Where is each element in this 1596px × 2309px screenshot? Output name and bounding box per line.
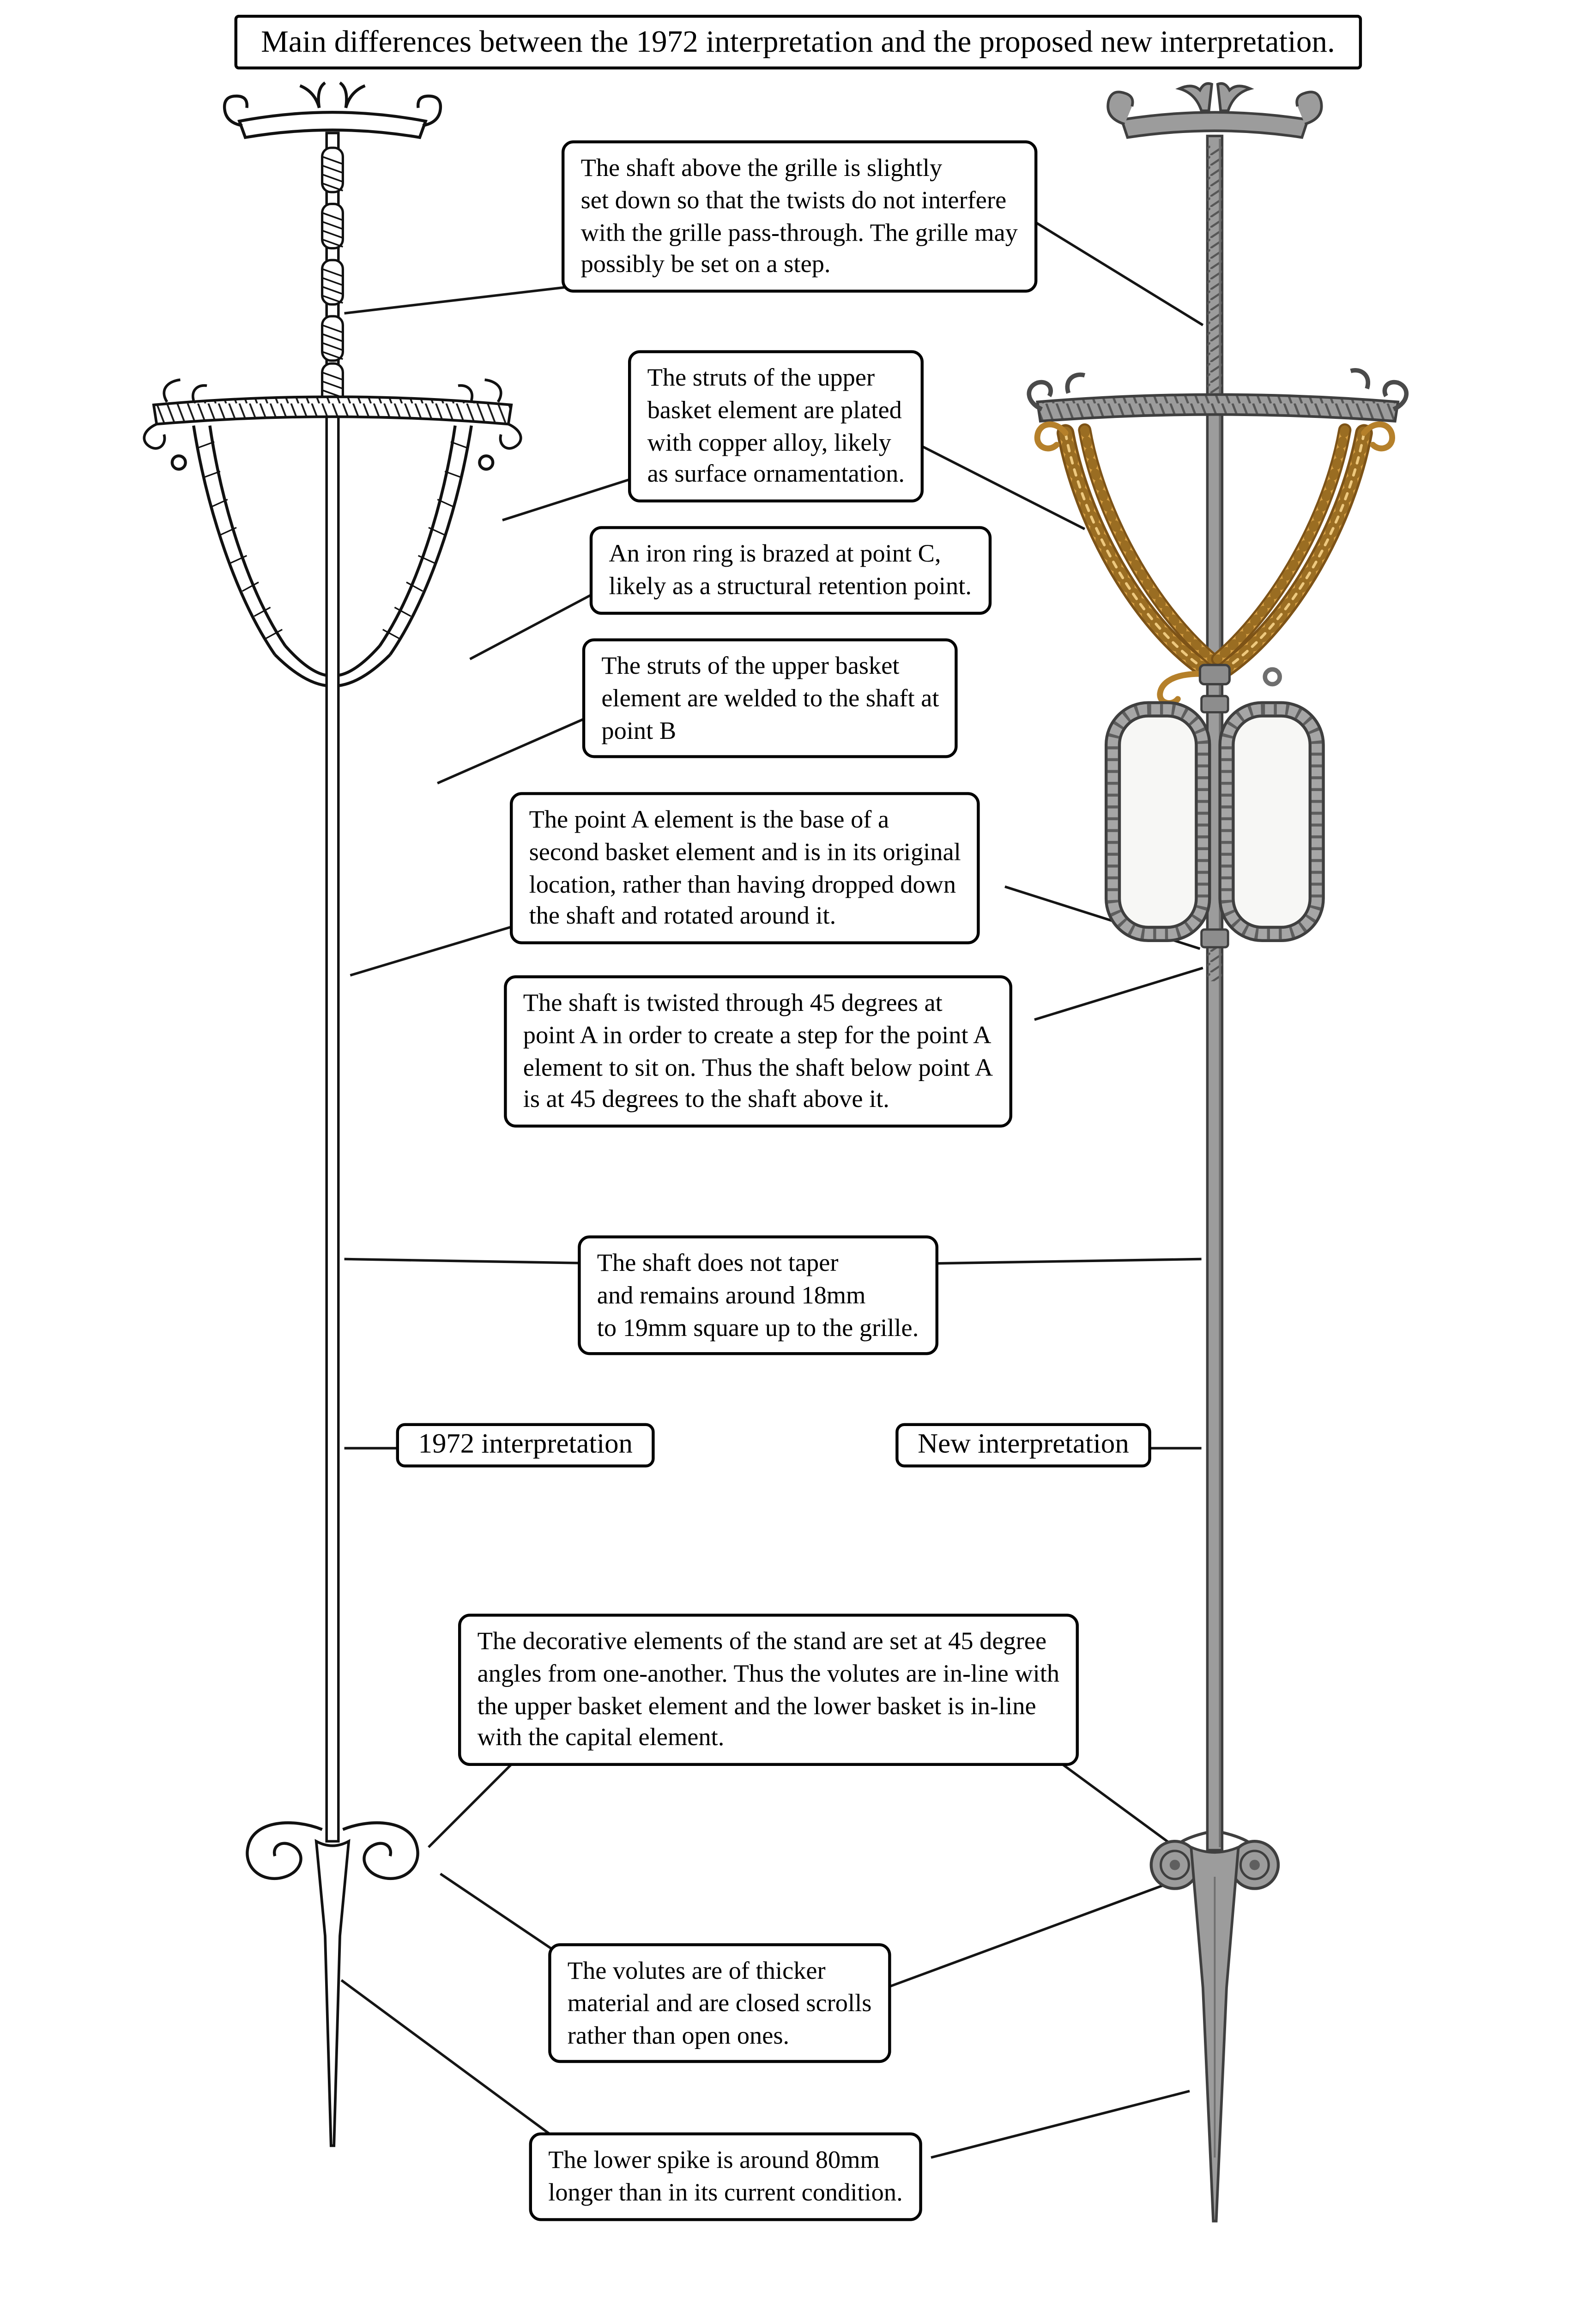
point-b-weld-collar <box>1198 664 1231 686</box>
note-struts-plated: The struts of the upper basket element a… <box>628 350 924 502</box>
note-iron-ring: An iron ring is brazed at point C, likel… <box>589 526 991 614</box>
left-basket-struts <box>170 425 495 687</box>
copper-struts <box>1034 421 1395 706</box>
point-a-collar <box>1200 695 1229 713</box>
label-new-interpretation: New interpretation <box>895 1423 1151 1468</box>
copper-strut-top-curl <box>1361 421 1395 452</box>
left-stand-drawing <box>143 81 522 2147</box>
note-point-a-element: The point A element is the base of a sec… <box>510 792 980 944</box>
note-shaft-taper: The shaft does not taper and remains aro… <box>578 1235 938 1356</box>
left-basket-ring <box>170 454 187 471</box>
right-rim-ornaments <box>1027 368 1409 411</box>
note-shaft-twist: The shaft is twisted through 45 degrees … <box>504 975 1012 1128</box>
page-title: Main differences between the 1972 interp… <box>234 15 1362 70</box>
note-spike: The lower spike is around 80mm longer th… <box>529 2132 922 2220</box>
note-volutes: The volutes are of thicker material and … <box>548 1943 891 2063</box>
copper-bottom-hook <box>1157 671 1203 706</box>
leader-lines <box>340 220 1204 2159</box>
note-decorative-angles: The decorative elements of the stand are… <box>458 1614 1079 1766</box>
note-grille: The shaft above the grille is slightly s… <box>562 140 1037 293</box>
left-spike <box>314 1839 351 2147</box>
point-c-iron-ring <box>1263 667 1282 687</box>
left-basket-ring <box>478 454 495 471</box>
note-struts-welded: The struts of the upper basket element a… <box>582 638 959 759</box>
label-1972-interpretation: 1972 interpretation <box>396 1423 655 1468</box>
right-stand-drawing <box>1027 82 1409 2223</box>
left-rim-ornaments <box>143 378 522 450</box>
left-capital <box>223 81 442 139</box>
lower-basket-element <box>1105 695 1325 949</box>
right-capital <box>1106 82 1323 139</box>
copper-strut-top-curl <box>1034 421 1069 452</box>
point-a-collar <box>1200 928 1229 949</box>
left-volutes <box>246 1821 419 1880</box>
